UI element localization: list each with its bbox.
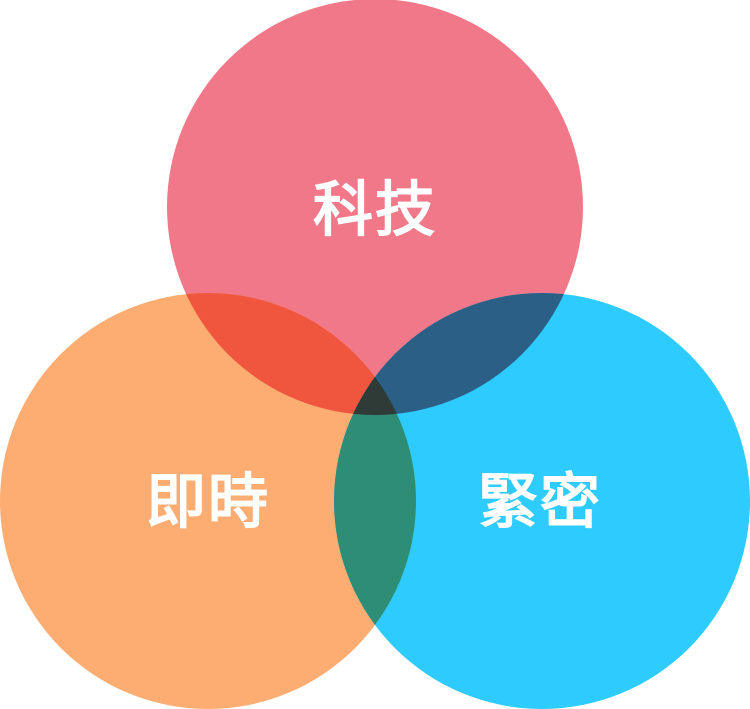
overlap-top-left bbox=[167, 293, 416, 415]
label-close: 緊密 bbox=[478, 467, 602, 538]
label-technology: 科技 bbox=[313, 175, 437, 246]
overlap-top-right bbox=[334, 293, 583, 415]
label-instant: 即時 bbox=[146, 467, 270, 538]
